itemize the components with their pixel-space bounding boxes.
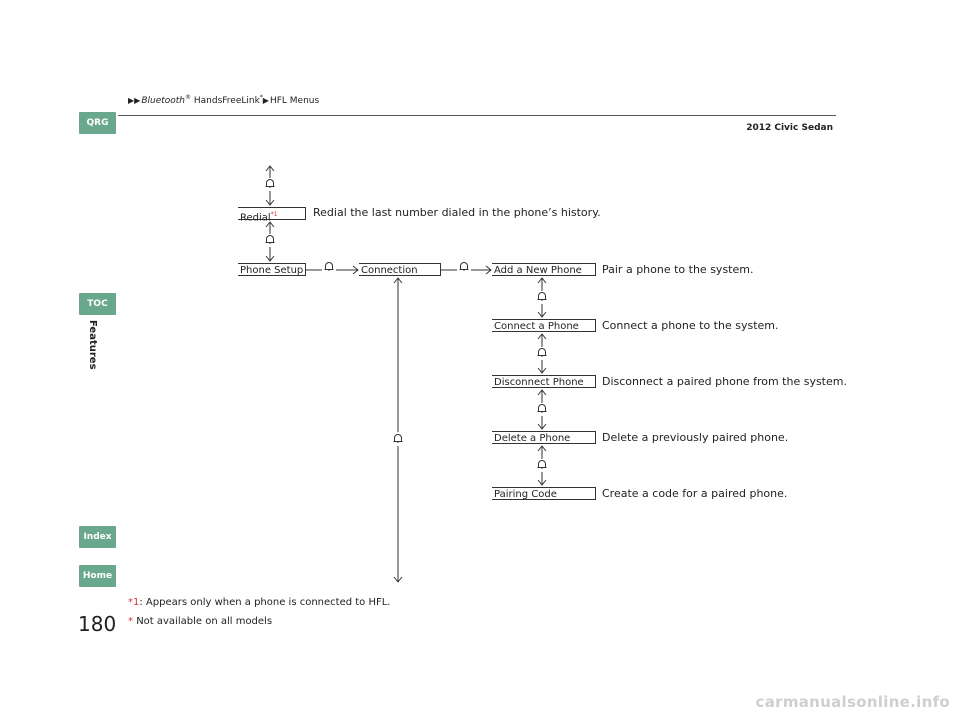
redial-description: Redial the last number dialed in the pho… bbox=[313, 206, 601, 219]
pairing-code-description: Create a code for a paired phone. bbox=[602, 487, 788, 500]
disconnect-phone-description: Disconnect a paired phone from the syste… bbox=[602, 375, 847, 388]
page-number: 180 bbox=[78, 612, 117, 636]
footnote-1-text: : Appears only when a phone is connected… bbox=[139, 597, 391, 608]
header-rule bbox=[118, 115, 836, 116]
disconnect-phone-menu-item[interactable]: Disconnect Phone bbox=[492, 375, 596, 388]
redial-down-arrow-icon bbox=[265, 221, 275, 262]
breadcrumb-arrow-icon: ▶▶ bbox=[128, 96, 141, 105]
breadcrumb-arrow-icon: ▶ bbox=[262, 96, 269, 105]
redial-up-arrow-icon bbox=[265, 165, 275, 206]
phone-setup-menu-item[interactable]: Phone Setup bbox=[238, 263, 306, 276]
footnote-2-mark: * bbox=[128, 616, 133, 627]
index-button[interactable]: Index bbox=[79, 526, 116, 548]
footnote-2: * Not available on all models bbox=[128, 616, 272, 627]
footnote-1: *1: Appears only when a phone is connect… bbox=[128, 597, 390, 608]
connection-to-add-phone-arrow bbox=[441, 262, 492, 275]
add-new-phone-menu-item[interactable]: Add a New Phone bbox=[492, 263, 596, 276]
footnote-1-mark: *1 bbox=[128, 597, 140, 608]
connection-scroll-arrow bbox=[393, 277, 403, 583]
phone-setup-to-connection-arrow bbox=[306, 262, 359, 275]
breadcrumb-handsfreelink[interactable]: HandsFreeLink bbox=[191, 96, 260, 106]
connect-phone-description: Connect a phone to the system. bbox=[602, 319, 779, 332]
breadcrumb-hfl-menus[interactable]: HFL Menus bbox=[269, 96, 320, 106]
delete-phone-menu-item[interactable]: Delete a Phone bbox=[492, 431, 596, 444]
model-title: 2012 Civic Sedan bbox=[746, 123, 833, 133]
redial-label: Redial bbox=[240, 212, 271, 224]
footnote-2-text: Not available on all models bbox=[136, 616, 273, 627]
pairing-code-menu-item[interactable]: Pairing Code bbox=[492, 487, 596, 500]
registered-mark: ® bbox=[185, 94, 192, 101]
connect-phone-menu-item[interactable]: Connect a Phone bbox=[492, 319, 596, 332]
breadcrumb-star: * bbox=[259, 94, 263, 101]
delete-phone-description: Delete a previously paired phone. bbox=[602, 431, 789, 444]
scroll-arrows-right-column bbox=[537, 277, 547, 486]
breadcrumb-bluetooth[interactable]: Bluetooth bbox=[141, 96, 186, 106]
redial-footnote-mark: *1 bbox=[270, 211, 278, 218]
breadcrumb: ▶▶Bluetooth® HandsFreeLink*▶HFL Menus bbox=[128, 94, 319, 106]
toc-button[interactable]: TOC bbox=[79, 293, 116, 315]
connection-menu-item[interactable]: Connection bbox=[359, 263, 441, 276]
watermark: carmanualsonline.info bbox=[755, 693, 950, 711]
qrg-button[interactable]: QRG bbox=[79, 112, 116, 134]
add-new-phone-description: Pair a phone to the system. bbox=[602, 263, 754, 276]
redial-menu-item[interactable]: Redial*1 bbox=[238, 207, 306, 224]
home-button[interactable]: Home bbox=[79, 565, 116, 587]
